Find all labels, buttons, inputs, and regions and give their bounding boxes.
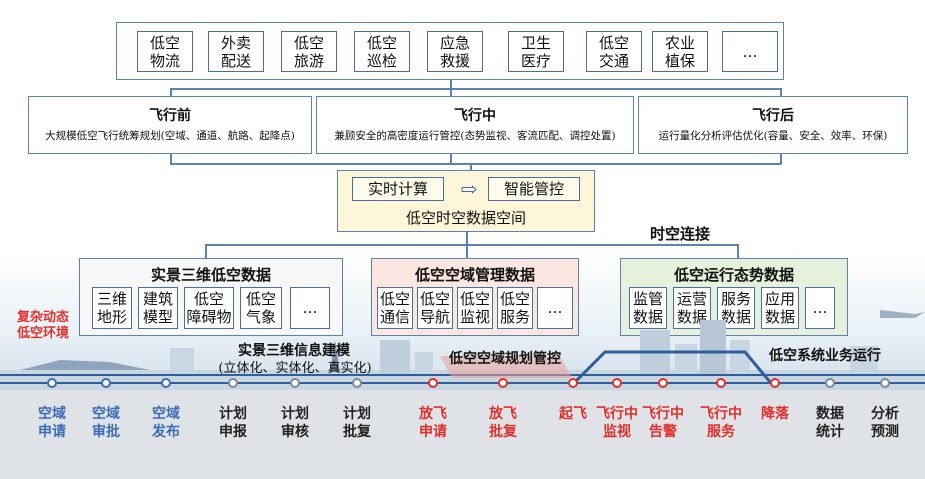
phase-description: 兼顾安全的高密度运行管控(态势监视、客流匹配、调控处置) xyxy=(334,130,616,142)
group-item: 低空 监视 xyxy=(457,287,493,329)
phase-description: 大规模低空飞行统筹规划(空域、通道、航路、起降点) xyxy=(45,130,295,142)
group-item: 应用 数据 xyxy=(761,287,799,329)
connector xyxy=(466,232,468,244)
group-operation-status: 低空运行态势数据 监管 数据 运营 数据 服务 数据 应用 数据 … xyxy=(620,258,848,336)
process-step-label: 起飞 xyxy=(559,406,587,422)
stage-modeling-sub: (立体化、实体化、真实化) xyxy=(218,361,372,376)
process-step-label: 数据 统计 xyxy=(816,406,844,440)
process-step-label: 飞行中 监视 xyxy=(596,406,638,440)
process-step-label: 飞行中 告警 xyxy=(642,406,684,440)
phase-before: 飞行前 大规模低空飞行统筹规划(空域、通道、航路、起降点) xyxy=(28,96,312,154)
group-item: 监管 数据 xyxy=(629,287,667,329)
app-item: 农业 植保 xyxy=(652,31,708,72)
process-node xyxy=(568,378,578,388)
connector xyxy=(450,88,452,96)
process-node xyxy=(352,378,362,388)
arrow-right-icon: ⇨ xyxy=(460,177,478,201)
group-item: 低空 导航 xyxy=(417,287,453,329)
phase-after: 飞行后 运行量化分析评估优化(容量、安全、效率、环保) xyxy=(638,96,908,154)
process-step-label: 分析 预测 xyxy=(871,406,899,440)
stage-operation: 低空系统业务运行 xyxy=(769,348,881,364)
connector xyxy=(170,88,780,90)
process-step-label: 空域 审批 xyxy=(92,406,120,440)
group-item: 低空 障碍物 xyxy=(184,287,234,329)
group-realscene-3d: 实景三维低空数据 三维 地形 建筑 模型 低空 障碍物 低空 气象 … xyxy=(79,258,343,336)
realtime-compute-box: 实时计算 xyxy=(352,177,444,201)
stage-planning: 低空空域规划管控 xyxy=(449,351,561,367)
connector xyxy=(737,244,739,258)
phase-title: 飞行前 xyxy=(149,108,191,124)
process-node xyxy=(880,378,890,388)
phase-title: 飞行后 xyxy=(752,108,794,124)
process-timeline xyxy=(0,382,925,384)
core-data-space: 实时计算 ⇨ 智能管控 低空时空数据空间 xyxy=(337,170,595,232)
process-node xyxy=(658,378,668,388)
spacetime-link-label: 时空连接 xyxy=(649,225,710,243)
connector xyxy=(780,88,782,96)
group-item: 三维 地形 xyxy=(92,287,132,329)
group-title: 低空运行态势数据 xyxy=(673,266,794,284)
group-title: 低空空域管理数据 xyxy=(414,266,535,284)
connector xyxy=(450,80,452,88)
phase-title: 飞行中 xyxy=(454,108,496,124)
app-item: 应急 救援 xyxy=(427,31,483,72)
process-node xyxy=(498,378,508,388)
connector xyxy=(466,244,468,258)
process-node xyxy=(47,378,57,388)
group-airspace-management: 低空空域管理数据 低空 通信 低空 导航 低空 监视 低空 服务 … xyxy=(371,258,579,336)
process-node xyxy=(770,378,780,388)
group-item: … xyxy=(290,287,330,329)
group-item: 建筑 模型 xyxy=(138,287,178,329)
process-node xyxy=(825,378,835,388)
group-title: 实景三维低空数据 xyxy=(150,266,271,284)
app-item: 卫生 医疗 xyxy=(508,31,564,72)
app-item: 低空 交通 xyxy=(586,31,642,72)
connector xyxy=(205,244,738,246)
process-node xyxy=(716,378,726,388)
process-step-label: 空域 发布 xyxy=(152,406,180,440)
group-item: 低空 气象 xyxy=(240,287,282,329)
app-item: 低空 物流 xyxy=(137,31,193,72)
connector xyxy=(170,88,172,96)
process-node xyxy=(101,378,111,388)
process-step-label: 计划 批复 xyxy=(343,406,371,440)
group-item: 低空 通信 xyxy=(377,287,413,329)
intelligent-control-box: 智能管控 xyxy=(488,177,580,201)
process-step-label: 飞行中 服务 xyxy=(700,406,742,440)
process-node xyxy=(612,378,622,388)
phase-during: 飞行中 兼顾安全的高密度运行管控(态势监视、客流匹配、调控处置) xyxy=(316,96,634,154)
process-node xyxy=(228,378,238,388)
group-item: … xyxy=(537,287,573,329)
group-item: 低空 服务 xyxy=(497,287,533,329)
process-strip xyxy=(0,390,925,479)
group-item: … xyxy=(805,287,835,329)
process-step-label: 计划 审核 xyxy=(281,406,309,440)
process-node xyxy=(290,378,300,388)
connector xyxy=(205,244,207,258)
process-step-label: 放飞 批复 xyxy=(489,406,517,440)
connector xyxy=(170,163,781,165)
stage-modeling: 实景三维信息建模 xyxy=(238,343,350,359)
phase-description: 运行量化分析评估优化(容量、安全、效率、环保) xyxy=(658,130,888,142)
connector xyxy=(780,154,782,164)
process-step-label: 计划 申报 xyxy=(219,406,247,440)
process-node xyxy=(428,378,438,388)
app-item: … xyxy=(722,31,778,72)
group-item: 服务 数据 xyxy=(717,287,755,329)
process-step-label: 空域 申请 xyxy=(38,406,66,440)
core-title: 低空时空数据空间 xyxy=(405,209,526,227)
group-item: 运营 数据 xyxy=(673,287,711,329)
environment-label: 复杂动态 低空环境 xyxy=(16,310,69,341)
connector xyxy=(170,154,172,164)
app-item: 外卖 配送 xyxy=(208,31,264,72)
app-item: 低空 巡检 xyxy=(354,31,410,72)
connector xyxy=(470,163,472,171)
process-step-label: 放飞 申请 xyxy=(419,406,447,440)
process-step-label: 降落 xyxy=(761,406,789,422)
process-node xyxy=(161,378,171,388)
connector xyxy=(450,154,452,164)
app-item: 低空 旅游 xyxy=(281,31,337,72)
